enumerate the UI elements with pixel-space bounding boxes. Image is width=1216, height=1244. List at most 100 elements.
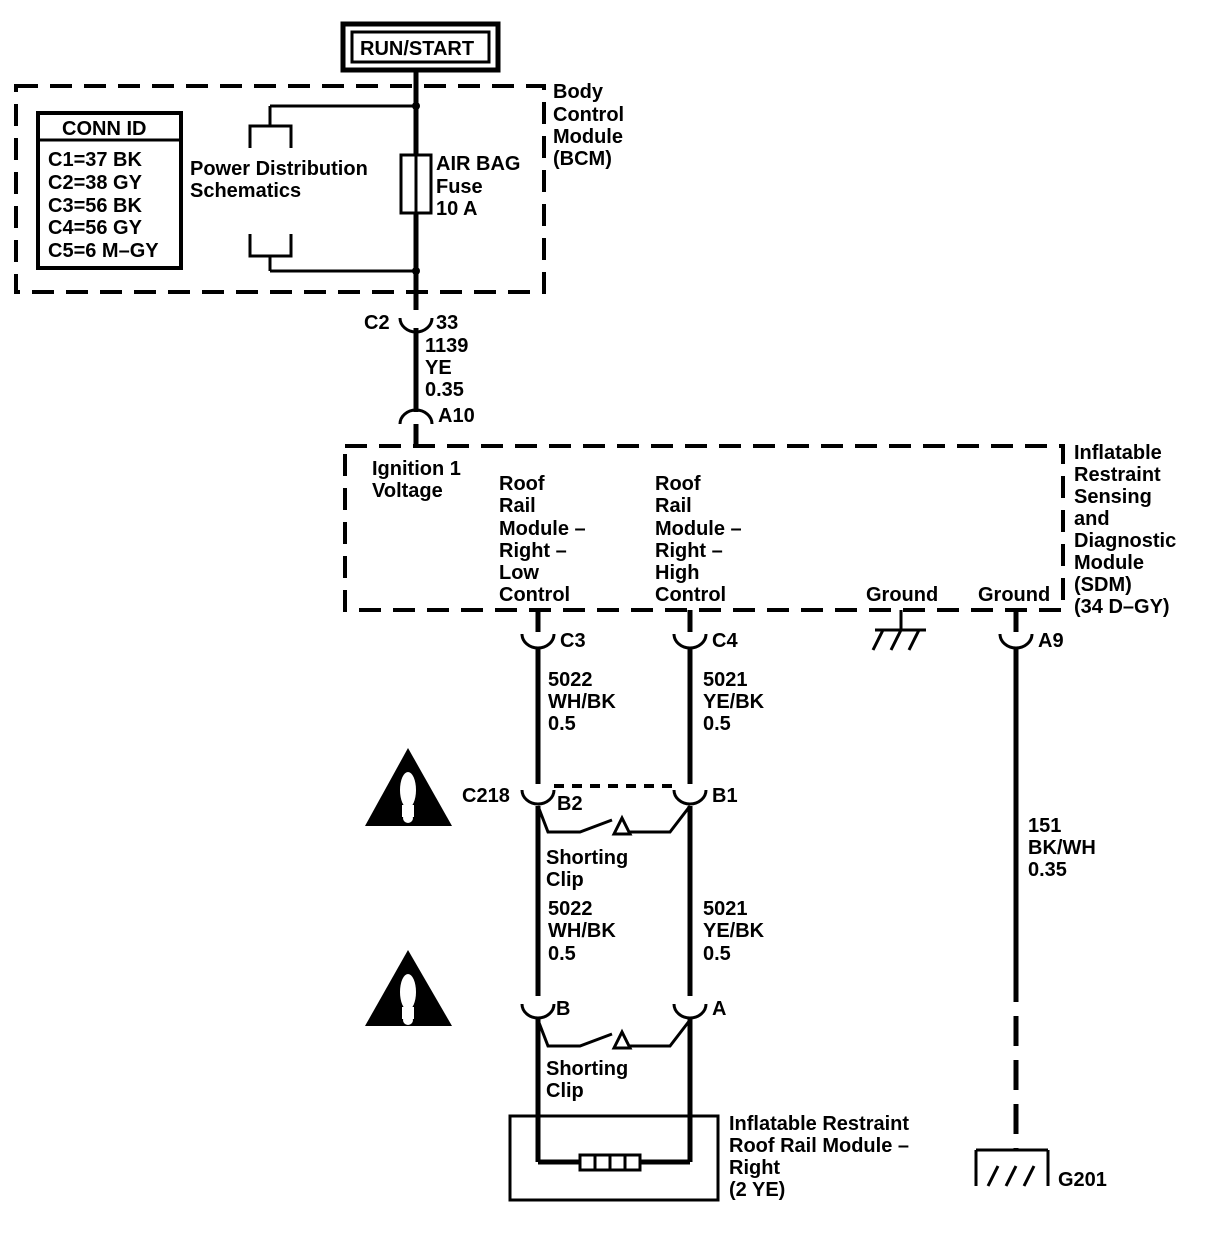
module-name-line: Right <box>729 1157 780 1179</box>
module-pin-b: B <box>556 998 570 1020</box>
connector-icon <box>672 1003 708 1020</box>
module-name-line: (2 YE) <box>729 1179 785 1201</box>
conn-id-table: CONN ID C1=37 BK C2=38 GY C3=56 BK C4=56… <box>36 111 183 270</box>
svg-text:Rail: Rail <box>499 495 536 517</box>
wire-low-upper-circuit: 5022 <box>548 669 593 691</box>
connector-icon <box>520 633 556 650</box>
svg-text:Module –: Module – <box>655 518 742 540</box>
power-distribution-label: Schematics <box>190 180 301 202</box>
fuse-label: 10 A <box>436 198 478 220</box>
module-name-line: Roof Rail Module – <box>729 1135 909 1157</box>
svg-text:Roof: Roof <box>655 473 701 495</box>
resistor-icon <box>578 1153 642 1172</box>
wire-high-upper-gauge: 0.5 <box>703 713 731 735</box>
fuse-label: AIR BAG <box>436 153 520 175</box>
sdm-name-line: Inflatable <box>1074 442 1162 464</box>
wire-ground-circuit: 151 <box>1028 815 1061 837</box>
svg-text:Low: Low <box>499 562 539 584</box>
inline-connector-pin-high: B1 <box>712 785 738 807</box>
ground-label: Ground <box>978 584 1050 606</box>
warning-icon <box>365 748 452 826</box>
ignition-wire-circuit: 1139 <box>425 335 468 357</box>
wire-high-upper-color: YE/BK <box>703 691 765 713</box>
wire-high-lower-color: YE/BK <box>703 920 765 942</box>
conn-id-header: CONN ID <box>62 118 146 140</box>
wire-low-lower-gauge: 0.5 <box>548 943 576 965</box>
svg-text:Module –: Module – <box>499 518 586 540</box>
connector-icon <box>398 408 434 425</box>
svg-text:Roof: Roof <box>499 473 545 495</box>
wire-high-lower-gauge: 0.5 <box>703 943 731 965</box>
ignition-wire-gauge: 0.35 <box>425 379 464 401</box>
sdm-pin-c4: C4 <box>712 630 738 652</box>
ground-symbol-icon <box>974 1148 1050 1187</box>
module-pin-a: A <box>712 998 726 1020</box>
warning-icon <box>365 950 452 1026</box>
sdm-name: Inflatable Restraint Sensing and Diagnos… <box>1074 442 1176 618</box>
sdm-name-line: Module <box>1074 552 1144 574</box>
shorting-clip <box>536 805 692 836</box>
shorting-clip-label: Shorting <box>546 847 628 869</box>
low-control-label: Roof Rail Module – Right – Low Control <box>499 473 586 606</box>
fuse-label: Fuse <box>436 176 483 198</box>
wire-low-lower-color: WH/BK <box>548 920 616 942</box>
sdm-name-line: Diagnostic <box>1074 530 1176 552</box>
inline-connector-pin-low: B2 <box>557 793 583 815</box>
ground-point-label: G201 <box>1058 1169 1107 1191</box>
bcm-name-line: (BCM) <box>553 148 612 170</box>
shorting-clip-label: Shorting <box>546 1058 628 1080</box>
connector-icon <box>998 633 1034 650</box>
ground-symbol-icon <box>871 610 926 651</box>
sdm-name-line: and <box>1074 508 1110 530</box>
ignition-voltage-label: Ignition 1 <box>372 458 461 480</box>
sdm-boundary <box>343 444 1065 612</box>
sdm-pin-a10: A10 <box>438 405 475 427</box>
sdm-name-line: Sensing <box>1074 486 1152 508</box>
conn-id-row: C2=38 GY <box>48 172 143 194</box>
conn-id-row: C5=6 M–GY <box>48 240 159 262</box>
power-distribution-bracket: Power Distribution Schematics <box>190 104 416 273</box>
shorting-clip <box>536 1019 692 1050</box>
bcm-boundary <box>14 84 546 294</box>
svg-text:Control: Control <box>655 584 726 606</box>
conn-id-row: C1=37 BK <box>48 149 142 171</box>
power-distribution-label: Power Distribution <box>190 158 368 180</box>
sdm-pin-a9: A9 <box>1038 630 1064 652</box>
shorting-clip-label: Clip <box>546 869 584 891</box>
wire-low-upper-color: WH/BK <box>548 691 616 713</box>
wire-low-upper-gauge: 0.5 <box>548 713 576 735</box>
fuse-icon <box>399 153 433 215</box>
sdm-pin-c3: C3 <box>560 630 586 652</box>
conn-id-row: C3=56 BK <box>48 195 142 217</box>
connector-icon <box>672 633 708 650</box>
bcm-name: Body Control Module (BCM) <box>553 81 624 170</box>
svg-text:Right –: Right – <box>499 540 567 562</box>
ignition-voltage-label: Voltage <box>372 480 443 502</box>
bcm-connector-pin: 33 <box>436 312 458 334</box>
ground-label: Ground <box>866 584 938 606</box>
conn-id-row: C4=56 GY <box>48 217 143 239</box>
connector-icon <box>520 1003 556 1020</box>
sdm-name-line: (34 D–GY) <box>1074 596 1170 618</box>
sdm-name-line: (SDM) <box>1074 574 1132 596</box>
roof-rail-module-box <box>508 1114 720 1202</box>
sdm-name-line: Restraint <box>1074 464 1161 486</box>
run-start-label-box: RUN/START <box>340 21 501 73</box>
bcm-name-line: Module <box>553 126 623 148</box>
svg-text:Rail: Rail <box>655 495 692 517</box>
bcm-name-line: Control <box>553 104 624 126</box>
wire-ground-color: BK/WH <box>1028 837 1096 859</box>
shorting-clip-label: Clip <box>546 1080 584 1102</box>
inline-connector-name: C218 <box>462 785 510 807</box>
inline-connector-c218 <box>520 784 708 806</box>
bcm-name-line: Body <box>553 81 604 103</box>
wire-ground-gauge: 0.35 <box>1028 859 1067 881</box>
svg-text:High: High <box>655 562 699 584</box>
high-control-label: Roof Rail Module – Right – High Control <box>655 473 742 606</box>
run-start-label: RUN/START <box>360 38 474 60</box>
ignition-wire-color: YE <box>425 357 452 379</box>
svg-text:Right –: Right – <box>655 540 723 562</box>
svg-text:Control: Control <box>499 584 570 606</box>
wire-low-lower-circuit: 5022 <box>548 898 593 920</box>
